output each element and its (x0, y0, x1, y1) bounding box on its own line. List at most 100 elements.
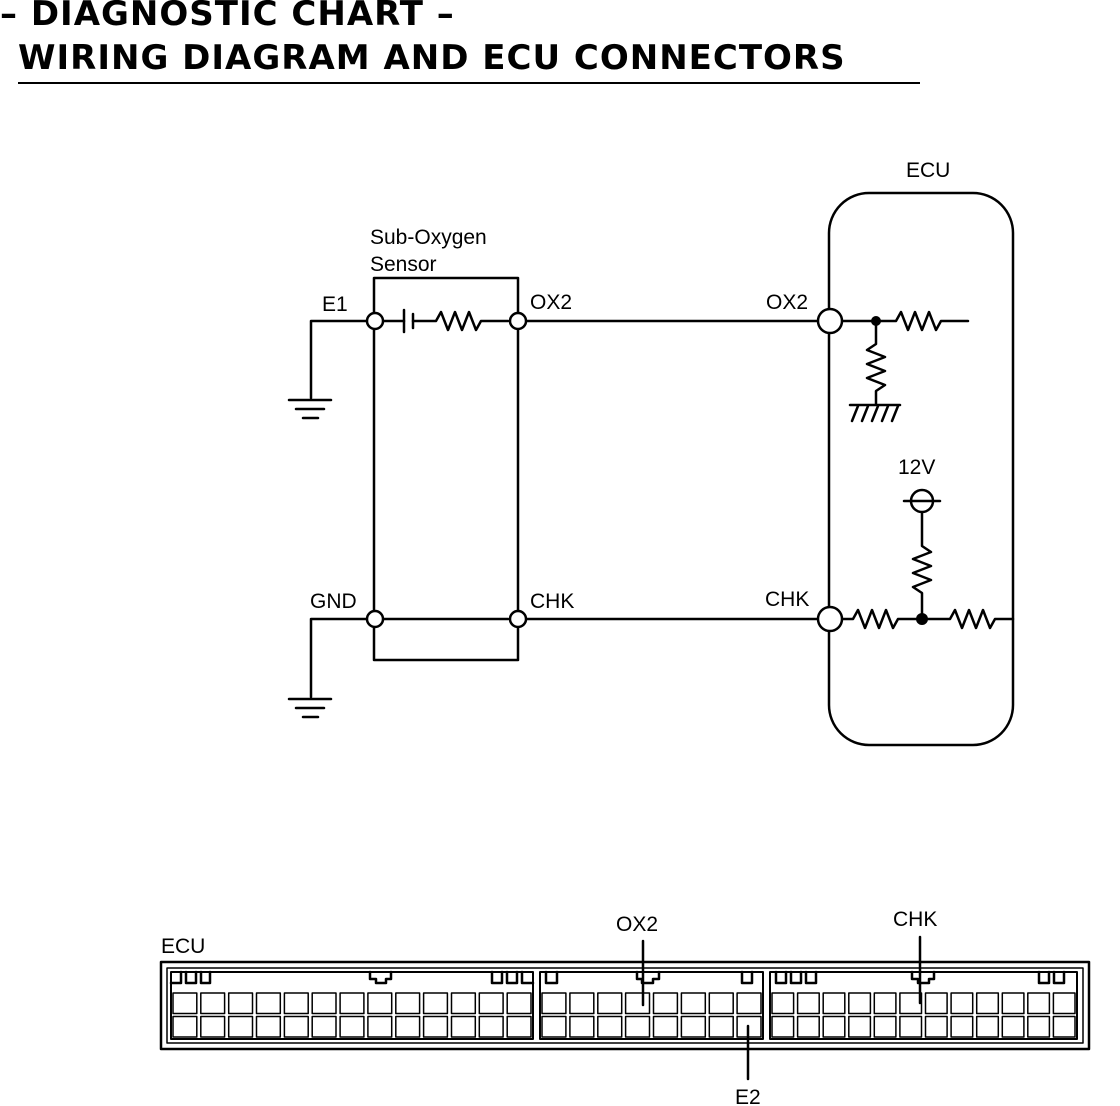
connector-2 (539, 970, 764, 1040)
label-ox2-sensor: OX2 (530, 291, 572, 314)
connector-pin (283, 992, 309, 1015)
connector-pin (506, 992, 532, 1015)
connector-pin (311, 992, 337, 1015)
connector-pin (680, 992, 707, 1015)
connector-pin (200, 992, 226, 1015)
connector-label-e2: E2 (735, 1086, 761, 1106)
connector-pin (311, 1015, 337, 1038)
connector-pin (848, 1015, 872, 1038)
terminal-chk-ecu (816, 605, 844, 633)
ground-e1 (287, 319, 368, 420)
connector-pin (227, 1015, 254, 1038)
connector-pin (478, 992, 504, 1015)
connector-pin (771, 1015, 795, 1038)
connector-pin (899, 992, 923, 1015)
connector-pin (395, 1015, 421, 1038)
connector-pin (899, 1015, 923, 1038)
connector-pin (1001, 1015, 1025, 1038)
connector-pin (450, 1015, 477, 1038)
connector-pin (478, 1015, 504, 1038)
connector-pin (924, 992, 948, 1015)
connector-pin (822, 992, 846, 1015)
connector-outer-frame (159, 960, 1091, 1051)
connector-pin (367, 992, 393, 1015)
connector-pin (624, 992, 651, 1015)
sensor-box (372, 276, 520, 662)
label-12v: 12V (898, 456, 935, 479)
connector-pin (227, 992, 254, 1015)
label-chk-ecu: CHK (765, 588, 809, 611)
ecu-box (827, 191, 1015, 747)
title-underline (18, 82, 920, 84)
connector-2-pins (541, 992, 762, 1038)
connector-pin (339, 992, 365, 1015)
connector-pin (395, 992, 421, 1015)
connector-pin (255, 1015, 282, 1038)
connector-pin (569, 992, 595, 1015)
connector-pin (652, 992, 679, 1015)
connector-pin (172, 1015, 198, 1038)
connector-3 (769, 970, 1078, 1040)
connector-pin (255, 992, 282, 1015)
connector-ecu-label: ECU (161, 935, 205, 958)
terminal-ox2-sensor (508, 311, 528, 331)
ecu-connector-block (159, 935, 1091, 1081)
connector-pin (848, 992, 872, 1015)
sensor-label-line-2: Sensor (370, 253, 437, 276)
ground-gnd (287, 617, 368, 719)
connector-label-chk: CHK (893, 908, 937, 931)
page-title-line-2: WIRING DIAGRAM AND ECU CONNECTORS (18, 38, 846, 78)
connector-pin (367, 1015, 393, 1038)
ecu-ox2-circuit (840, 310, 970, 423)
connector-pin (1052, 1015, 1076, 1038)
connector-pin (975, 1015, 1000, 1038)
connector-3-pins (771, 992, 1076, 1038)
label-e1: E1 (322, 293, 348, 316)
connector-pin (708, 1015, 734, 1038)
connector-pin (422, 1015, 449, 1038)
connector-1 (169, 970, 535, 1040)
connector-pin (422, 992, 449, 1015)
connector-pin (975, 992, 1000, 1015)
connector-pin (796, 992, 820, 1015)
connector-pin (680, 1015, 707, 1038)
connector-pin (1027, 1015, 1051, 1038)
terminal-e1 (365, 311, 385, 331)
page-title-line-1: – DIAGNOSTIC CHART – (0, 0, 455, 34)
ecu-ox2-pulldown-resistor (865, 319, 887, 406)
connector-pin (450, 992, 477, 1015)
connector-pin (541, 992, 567, 1015)
connector-pin (569, 1015, 595, 1038)
connector-pin (1052, 992, 1076, 1015)
label-ecu: ECU (906, 159, 950, 182)
sub-oxygen-sensor (372, 276, 520, 662)
connector-pin (736, 992, 762, 1015)
connector-pin (597, 1015, 623, 1038)
sensor-resistor (411, 310, 510, 332)
ecu-chk-circuit (840, 488, 1015, 630)
connector-pin (708, 992, 734, 1015)
connector-pin (950, 1015, 974, 1038)
connector-pin (873, 992, 897, 1015)
ecu-ox2-resistor (874, 310, 970, 332)
label-ox2-ecu: OX2 (766, 291, 808, 314)
connector-pin (924, 1015, 948, 1038)
connector-pin (771, 992, 795, 1015)
ecu-chk-pullup-resistor (911, 510, 933, 621)
connector-pin (1001, 992, 1025, 1015)
connector-pin (624, 1015, 651, 1038)
connector-pin (1027, 992, 1051, 1015)
ecu-chk-resistor-right (920, 608, 1015, 630)
connector-pin (283, 1015, 309, 1038)
terminal-gnd (365, 609, 385, 629)
connector-inner-frame (166, 967, 1084, 1044)
connector-1-pins (172, 992, 532, 1038)
connector-pin (172, 992, 198, 1015)
connector-pin (200, 1015, 226, 1038)
connector-pin (873, 1015, 897, 1038)
terminal-ox2-ecu (816, 307, 844, 335)
label-gnd: GND (310, 590, 357, 613)
connector-pin (506, 1015, 532, 1038)
ecu-chk-resistor-left (840, 608, 924, 630)
connector-pin (597, 992, 623, 1015)
